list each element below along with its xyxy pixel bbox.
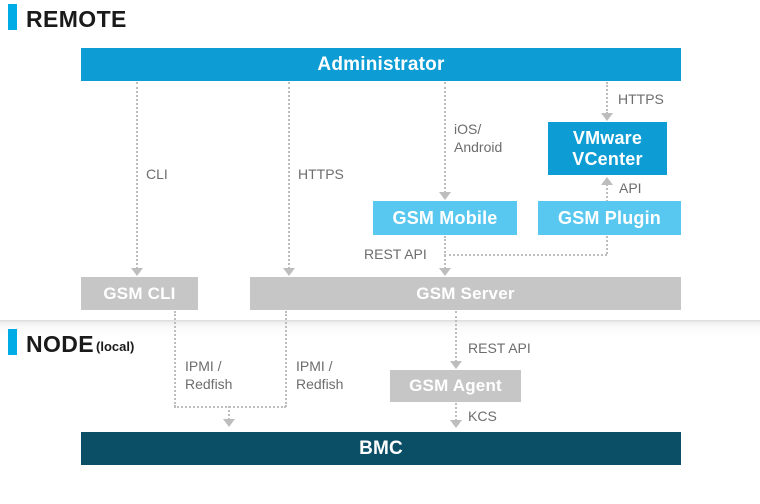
- remote-section-accent-bar: [8, 4, 17, 30]
- connector-mobile-to-server-line: [444, 236, 446, 269]
- node-section-accent-bar: [8, 329, 17, 355]
- connector-server-to-agent-arrow: [450, 361, 462, 369]
- connector-mobile-plugin-to-server-arrow: [439, 268, 451, 276]
- connector-admin-to-gsm-server-arrow: [283, 268, 295, 276]
- connector-gsm-cli-to-bmc-line: [174, 311, 176, 407]
- node-gsm-cli[interactable]: GSM CLI: [81, 277, 198, 310]
- node-administrator[interactable]: Administrator: [81, 48, 681, 81]
- node-bmc[interactable]: BMC: [81, 432, 681, 465]
- connector-agent-to-bmc-arrow: [450, 420, 462, 428]
- connector-agent-to-bmc-line: [455, 403, 457, 421]
- section-divider-band: [0, 320, 760, 342]
- connector-server-to-agent-line: [455, 311, 457, 362]
- connector-gsm-server-to-bmc-line: [285, 311, 287, 407]
- node-gsm-agent[interactable]: GSM Agent: [390, 370, 521, 402]
- connector-ipmi-merge-horizontal: [174, 406, 286, 408]
- connector-admin-to-gsm-server-line: [288, 82, 290, 269]
- edge-label-rest-api-agent: REST API: [468, 340, 531, 356]
- node-section-title: NODE: [26, 331, 95, 357]
- edge-label-rest-api-server: REST API: [364, 246, 427, 262]
- connector-admin-to-gsm-mobile-arrow: [439, 192, 451, 200]
- connector-admin-to-vcenter-line: [606, 82, 608, 114]
- edge-label-ios-android: iOS/ Android: [454, 121, 503, 155]
- edge-label-https-vcenter: HTTPS: [618, 91, 664, 107]
- node-gsm-mobile[interactable]: GSM Mobile: [373, 201, 517, 235]
- node-section-subtitle: (local): [96, 339, 135, 354]
- remote-section-title: REMOTE: [26, 6, 127, 32]
- connector-ipmi-merge-drop: [228, 406, 230, 420]
- connector-ipmi-to-bmc-arrow: [223, 419, 235, 427]
- connector-admin-to-gsm-cli-arrow: [131, 268, 143, 276]
- edge-label-kcs: KCS: [468, 408, 497, 424]
- connector-plugin-to-vcenter-arrow: [601, 177, 613, 185]
- edge-label-ipmi-redfish-cli: IPMI / Redfish: [185, 358, 233, 392]
- connector-plugin-down-line: [606, 236, 608, 254]
- node-vmware-vcenter[interactable]: VMware VCenter: [548, 122, 667, 175]
- node-gsm-server[interactable]: GSM Server: [250, 277, 681, 310]
- connector-plugin-to-server-horizontal: [444, 254, 607, 256]
- edge-label-api: API: [619, 180, 642, 196]
- edge-label-ipmi-redfish-server: IPMI / Redfish: [296, 358, 344, 392]
- connector-admin-to-vcenter-arrow: [601, 113, 613, 121]
- connector-admin-to-gsm-cli-line: [136, 82, 138, 269]
- connector-plugin-to-vcenter-line: [606, 184, 608, 202]
- node-gsm-plugin[interactable]: GSM Plugin: [538, 201, 681, 235]
- edge-label-https-server: HTTPS: [298, 166, 344, 182]
- connector-admin-to-gsm-mobile-line: [444, 82, 446, 193]
- edge-label-cli: CLI: [146, 166, 168, 182]
